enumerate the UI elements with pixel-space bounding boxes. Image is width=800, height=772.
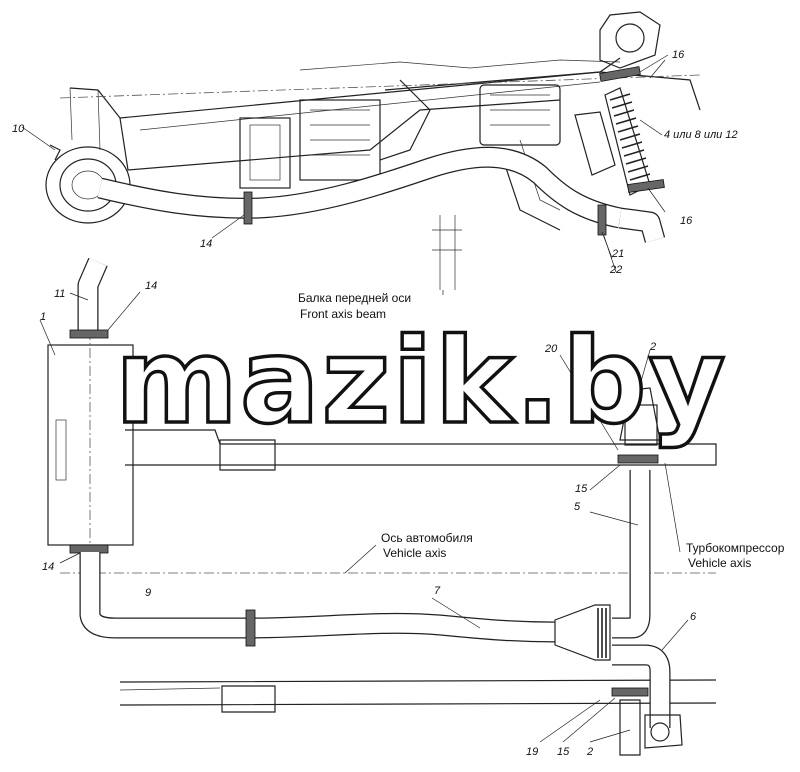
plan-view [47,257,717,756]
label-2-upper: 2 [649,341,656,353]
label-16-upper: 16 [672,49,685,61]
caption-beam-en: Front axis beam [300,307,386,321]
label-4-8-12: 4 или 8 или 12 [664,129,738,141]
label-7: 7 [434,585,441,597]
clamp-14-top [243,191,253,225]
clamp-15-lower [611,687,649,697]
captions: Балка передней оси Front axis beam Ось а… [298,291,785,570]
watermark: mazik.by [115,312,727,450]
caption-beam-ru: Балка передней оси [298,291,411,305]
leader-lines [21,54,689,743]
caption-axis-ru: Ось автомобиля [381,531,473,545]
clamp-16-upper [599,66,641,82]
label-2-lower: 2 [586,746,593,758]
clamp-14-upper-plan [69,329,109,339]
label-9: 9 [145,587,151,599]
clamp-14-lower-plan [69,544,109,554]
label-1: 1 [40,311,46,323]
caption-turbo-en: Vehicle axis [688,556,751,570]
clamp-9-7 [245,609,256,647]
label-20: 20 [544,343,558,355]
part-numbers: 10 14 16 16 4 или 8 или 12 21 22 11 14 1… [12,49,738,758]
label-11: 11 [54,288,65,300]
label-14-plan-upper: 14 [145,280,157,292]
caption-axis-en: Vehicle axis [383,546,446,560]
label-19: 19 [526,746,538,758]
label-6: 6 [690,611,697,623]
clamp-21-top [597,204,607,236]
caption-turbo-ru: Турбокомпрессор [686,541,785,555]
label-5: 5 [574,501,581,513]
side-view [45,11,701,290]
label-15-upper: 15 [575,483,588,495]
label-15-lower: 15 [557,746,570,758]
label-14-plan-lower: 14 [42,561,54,573]
clamp-16-lower [627,179,665,193]
label-14-top: 14 [200,238,212,250]
clamp-15-upper [617,454,659,464]
label-22: 22 [609,264,622,276]
label-16-lower: 16 [680,215,693,227]
label-10: 10 [12,123,25,135]
label-21: 21 [611,248,624,260]
